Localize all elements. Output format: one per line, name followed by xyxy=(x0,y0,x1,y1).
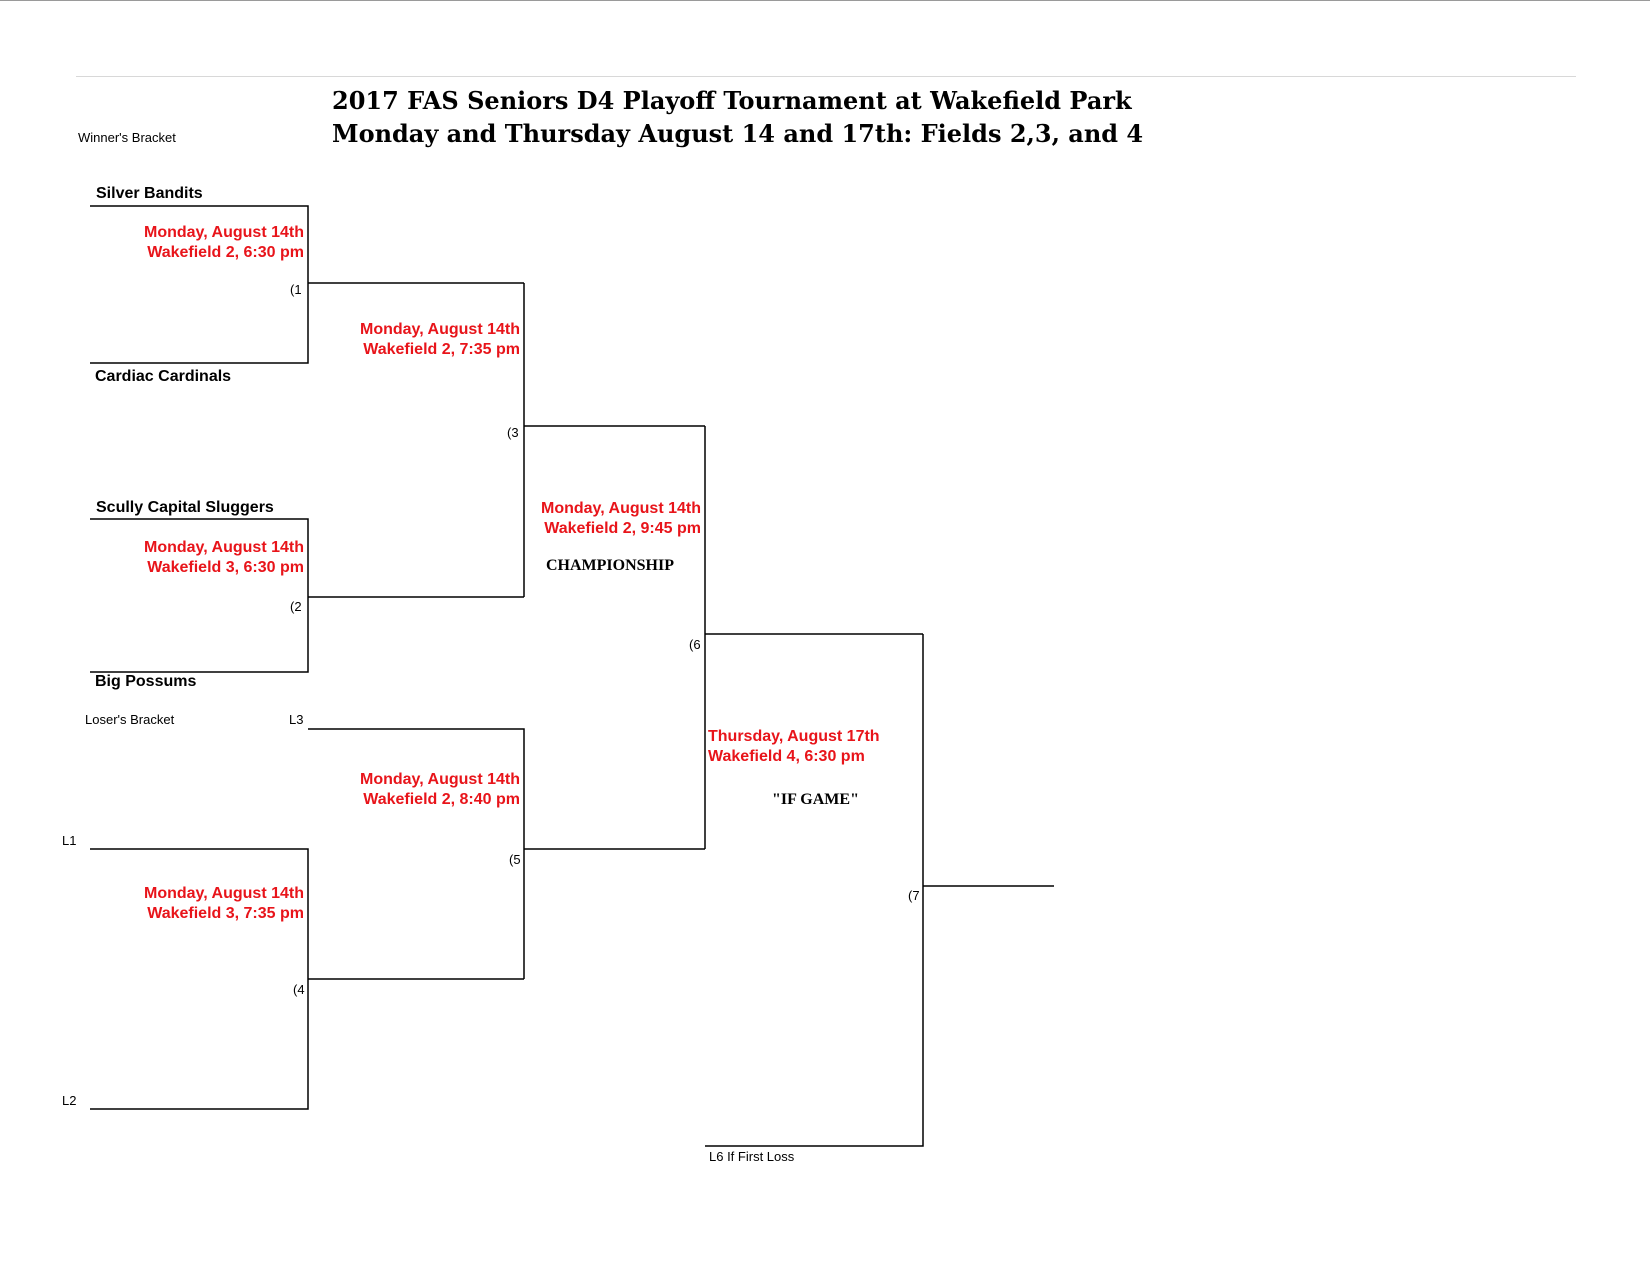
game-1-schedule: Monday, August 14th Wakefield 2, 6:30 pm xyxy=(144,223,304,263)
game-4-day: Monday, August 14th xyxy=(144,885,304,902)
game-6-schedule: Monday, August 14th Wakefield 2, 9:45 pm xyxy=(541,499,701,539)
game-5-field-time: Wakefield 2, 8:40 pm xyxy=(363,791,520,808)
header-rule xyxy=(76,76,1576,77)
game-3-day: Monday, August 14th xyxy=(360,321,520,338)
game-5-number: (5 xyxy=(509,852,521,867)
game-1-day: Monday, August 14th xyxy=(144,224,304,241)
game-6-field-time: Wakefield 2, 9:45 pm xyxy=(544,520,701,537)
team-cardiac-cardinals: Cardiac Cardinals xyxy=(95,368,232,385)
page-title: 2017 FAS Seniors D4 Playoff Tournament a… xyxy=(332,86,1132,115)
page-subtitle: Monday and Thursday August 14 and 17th: … xyxy=(332,119,1144,148)
game-7-number: (7 xyxy=(908,888,920,903)
game-7-day: Thursday, August 17th xyxy=(708,728,880,745)
game-3-field-time: Wakefield 2, 7:35 pm xyxy=(363,341,520,358)
winners-bracket-label: Winner's Bracket xyxy=(78,130,176,145)
page-top-border xyxy=(0,0,1650,1)
game-4-number: (4 xyxy=(293,982,305,997)
game-5-day: Monday, August 14th xyxy=(360,771,520,788)
game-2-number: (2 xyxy=(290,599,302,614)
game-2-bracket xyxy=(90,518,309,673)
game-7-field-time: Wakefield 4, 6:30 pm xyxy=(708,748,865,765)
team-big-possums: Big Possums xyxy=(95,673,197,690)
if-game-label: "IF GAME" xyxy=(772,791,859,808)
game-2-schedule: Monday, August 14th Wakefield 3, 6:30 pm xyxy=(144,538,304,578)
game-3-number: (3 xyxy=(507,425,519,440)
game-2-field-time: Wakefield 3, 6:30 pm xyxy=(147,559,304,576)
game-5-schedule: Monday, August 14th Wakefield 2, 8:40 pm xyxy=(360,770,520,810)
game-4-schedule: Monday, August 14th Wakefield 3, 7:35 pm xyxy=(144,884,304,924)
game-3-schedule: Monday, August 14th Wakefield 2, 7:35 pm xyxy=(360,320,520,360)
l3-slot-label: L3 xyxy=(289,712,304,727)
game-1-bracket xyxy=(90,205,309,364)
game-4-field-time: Wakefield 3, 7:35 pm xyxy=(147,905,304,922)
losers-bracket-label: Loser's Bracket xyxy=(85,712,175,727)
game-6-day: Monday, August 14th xyxy=(541,500,701,517)
game-7-schedule: Thursday, August 17th Wakefield 4, 6:30 … xyxy=(708,727,880,767)
championship-label: CHAMPIONSHIP xyxy=(546,557,674,574)
team-scully-capital-sluggers: Scully Capital Sluggers xyxy=(96,499,274,516)
game-7-bracket xyxy=(705,634,924,1147)
l1-slot-label: L1 xyxy=(62,833,77,848)
game-1-field-time: Wakefield 2, 6:30 pm xyxy=(147,244,304,261)
game-6-number: (6 xyxy=(689,637,701,652)
game-5-bracket xyxy=(308,728,525,979)
l6-first-loss-label: L6 If First Loss xyxy=(709,1149,795,1164)
game-1-number: (1 xyxy=(290,282,302,297)
game-2-day: Monday, August 14th xyxy=(144,539,304,556)
team-silver-bandits: Silver Bandits xyxy=(96,185,203,202)
l2-slot-label: L2 xyxy=(62,1093,77,1108)
